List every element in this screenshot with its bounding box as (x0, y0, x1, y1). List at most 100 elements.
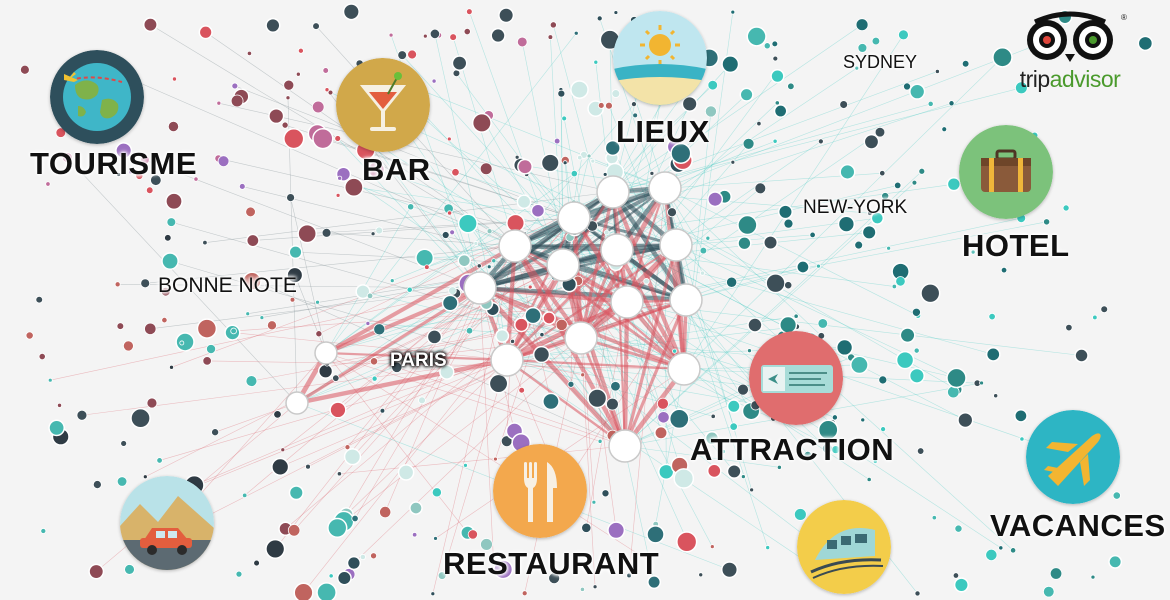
graph-node (580, 372, 586, 378)
brand-wordmark: tripadvisor (995, 66, 1145, 93)
graph-node (498, 229, 532, 263)
graph-node (449, 33, 457, 41)
keyword-label-bonne-note: BONNE NOTE (158, 274, 297, 297)
graph-node (646, 525, 665, 544)
graph-edge (685, 266, 804, 301)
graph-node (286, 193, 295, 203)
graph-edge (194, 301, 628, 486)
graph-node (433, 536, 438, 541)
graph-node (467, 529, 478, 540)
graph-node (411, 532, 418, 538)
graph-node (245, 375, 258, 387)
graph-node (610, 381, 621, 392)
graph-edge (117, 284, 481, 289)
graph-node (429, 28, 441, 39)
graph-node (312, 22, 320, 30)
graph-node (165, 192, 183, 211)
graph-edge (325, 352, 601, 442)
graph-node (267, 320, 277, 331)
graph-edge (675, 244, 734, 427)
graph-node (366, 292, 374, 300)
graph-node (426, 329, 443, 345)
graph-node (397, 464, 415, 481)
cocktail-icon (336, 58, 430, 152)
graph-edge (387, 85, 628, 303)
graph-node (514, 154, 520, 160)
graph-node (561, 115, 568, 122)
graph-node (388, 32, 394, 38)
graph-node (803, 450, 812, 460)
graph-node (854, 240, 864, 250)
graph-node (441, 294, 459, 312)
graph-node (707, 191, 724, 208)
graph-edge (145, 245, 516, 284)
graph-node (532, 345, 551, 364)
graph-node (669, 283, 703, 317)
graph-node (985, 548, 998, 562)
graph-node (632, 112, 638, 119)
graph-edge (623, 244, 678, 447)
graph-node (993, 393, 999, 399)
graph-edge (343, 337, 582, 522)
graph-node (486, 264, 492, 270)
graph-edge (685, 265, 819, 301)
graph-node (311, 100, 325, 114)
graph-edge (664, 187, 822, 337)
graph-node (488, 373, 509, 394)
graph-edge (580, 337, 596, 587)
graph-node (40, 528, 47, 534)
graph-node (516, 194, 532, 210)
graph-node (379, 408, 386, 414)
graph-node (899, 327, 916, 344)
graph-node (179, 340, 185, 346)
graph-node (911, 307, 921, 317)
graph-node (166, 217, 177, 227)
graph-edge (452, 37, 516, 247)
graph-edge (599, 18, 677, 246)
graph-node (627, 358, 633, 364)
graph-node (879, 170, 886, 177)
graph-node (217, 155, 230, 168)
graph-node (92, 480, 102, 490)
graph-node (491, 258, 497, 264)
graph-node (490, 27, 506, 44)
graph-node (124, 564, 135, 575)
graph-edge (325, 244, 516, 355)
graph-node (587, 388, 608, 409)
graph-edge (683, 111, 712, 370)
graph-node (476, 263, 482, 269)
graph-node (542, 392, 560, 411)
graph-node (597, 102, 605, 109)
graph-node (739, 87, 754, 102)
graph-node (737, 236, 752, 251)
graph-edge (505, 248, 619, 362)
graph-node (245, 311, 251, 317)
graph-edge (478, 286, 627, 448)
graph-node (857, 43, 868, 53)
graph-node (55, 127, 67, 138)
graph-edge (325, 33, 577, 354)
graph-node (521, 590, 528, 597)
graph-node (273, 410, 282, 419)
graph-edge (275, 287, 481, 550)
graph-node (45, 181, 51, 187)
fork-knife-icon (493, 444, 587, 538)
graph-edge (190, 352, 327, 506)
graph-node (979, 380, 984, 386)
graph-node (198, 25, 213, 40)
graph-node (271, 457, 290, 476)
graph-node (1108, 554, 1123, 569)
graph-edge (441, 359, 508, 576)
graph-edge (664, 187, 919, 316)
graph-node (540, 153, 560, 173)
graph-node (1014, 81, 1028, 95)
graph-node (1090, 574, 1096, 580)
graph-node (491, 559, 496, 564)
graph-node (549, 21, 557, 29)
graph-node (668, 408, 690, 430)
graph-node (988, 312, 996, 321)
graph-node (495, 328, 510, 343)
graph-node (409, 501, 423, 515)
graph-node (670, 142, 692, 164)
graph-node (570, 169, 578, 178)
